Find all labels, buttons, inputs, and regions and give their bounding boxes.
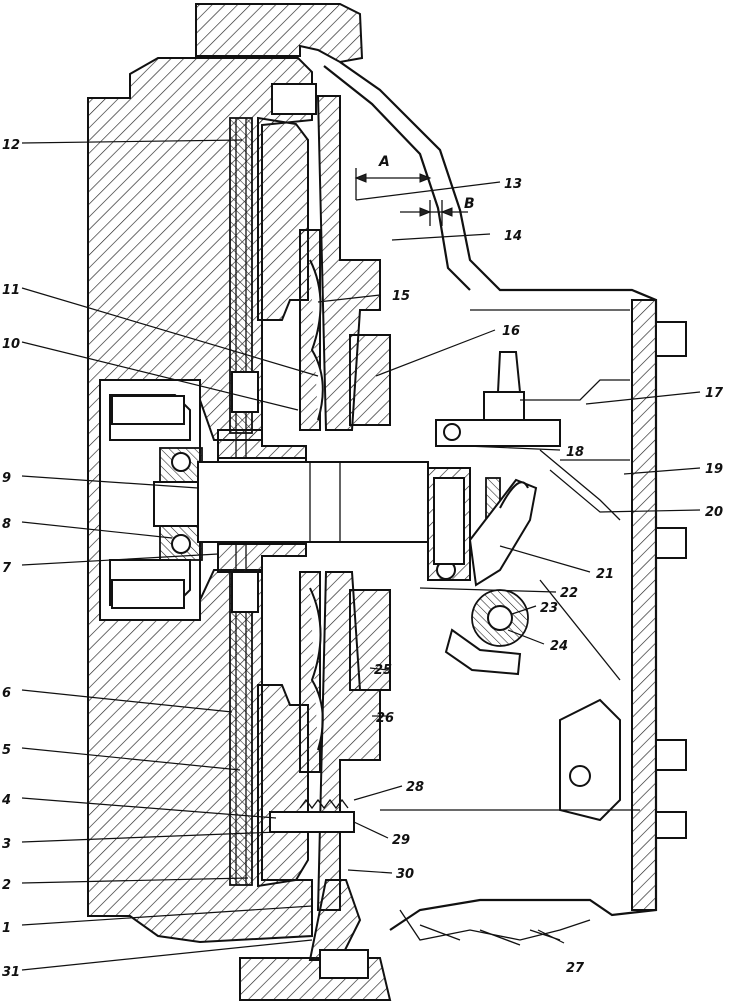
callout-8: 8 bbox=[2, 517, 11, 532]
callout-25: 25 bbox=[374, 663, 392, 678]
callout-2: 2 bbox=[2, 878, 11, 893]
callout-3: 3 bbox=[2, 837, 11, 852]
callout-18: 18 bbox=[566, 445, 584, 460]
callout-27: 27 bbox=[566, 961, 585, 976]
callout-1: 1 bbox=[2, 921, 11, 936]
callout-16: 16 bbox=[502, 324, 520, 339]
input-shaft bbox=[197, 461, 429, 543]
callout-4: 4 bbox=[1, 793, 11, 808]
callout-9: 9 bbox=[2, 471, 11, 486]
housing-right-wall bbox=[380, 299, 687, 911]
callout-22: 22 bbox=[560, 586, 578, 601]
callout-15: 15 bbox=[392, 289, 410, 304]
callout-21: 21 bbox=[596, 567, 614, 582]
callout-17: 17 bbox=[705, 386, 724, 401]
release-fork bbox=[468, 478, 538, 587]
dimension-a: A bbox=[354, 154, 432, 200]
dimension-label-a: A bbox=[378, 154, 390, 170]
callout-13: 13 bbox=[504, 177, 522, 192]
callout-19: 19 bbox=[705, 462, 723, 477]
callout-29: 29 bbox=[392, 833, 410, 848]
callout-12: 12 bbox=[2, 138, 20, 153]
callout-5: 5 bbox=[2, 743, 11, 758]
pressure-plate bbox=[257, 116, 309, 888]
callout-23: 23 bbox=[540, 601, 558, 616]
callout-11: 11 bbox=[2, 283, 20, 298]
dimension-b: B bbox=[400, 196, 475, 226]
callout-14: 14 bbox=[504, 229, 522, 244]
flywheel-bolts bbox=[111, 395, 185, 609]
callout-7: 7 bbox=[2, 561, 12, 576]
callout-26: 26 bbox=[376, 711, 394, 726]
callout-30: 30 bbox=[396, 867, 414, 882]
callout-numbers: 1 2 3 4 5 6 7 8 9 10 11 12 13 14 15 16 1… bbox=[1, 138, 724, 980]
callout-20: 20 bbox=[705, 505, 723, 520]
callout-31: 31 bbox=[2, 965, 20, 980]
damper-assembly bbox=[299, 229, 324, 773]
leader-lines bbox=[21, 139, 701, 971]
lower-housing bbox=[399, 909, 591, 946]
callout-28: 28 bbox=[406, 780, 424, 795]
release-linkage bbox=[435, 351, 630, 521]
dimension-label-b: B bbox=[464, 196, 475, 212]
fork-shaft bbox=[444, 589, 529, 676]
callout-10: 10 bbox=[2, 337, 20, 352]
release-bearing bbox=[427, 467, 501, 581]
housing-bolts bbox=[271, 83, 369, 979]
callout-24: 24 bbox=[550, 639, 568, 654]
callout-6: 6 bbox=[2, 686, 11, 701]
